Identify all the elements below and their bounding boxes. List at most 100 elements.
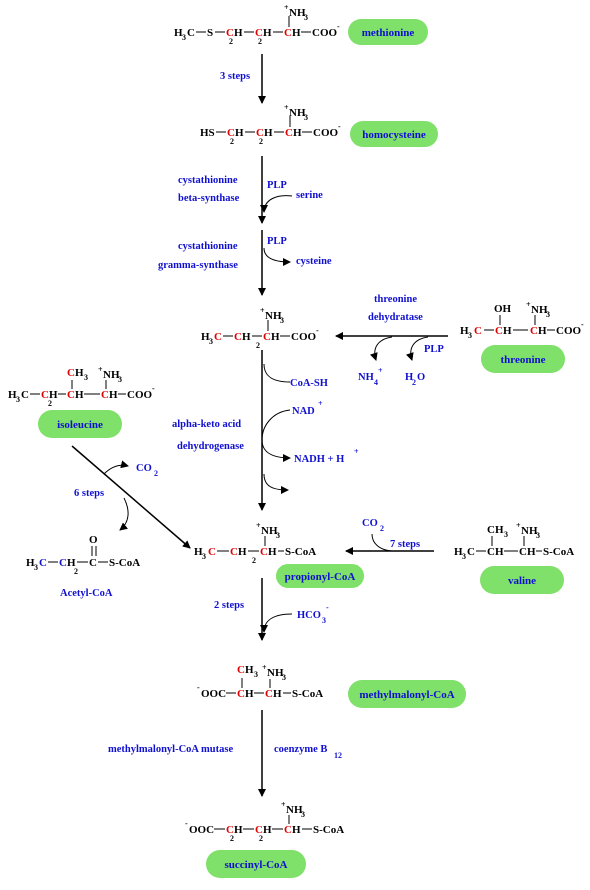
svg-text:C: C — [255, 27, 263, 39]
svg-text:H: H — [26, 557, 35, 569]
svg-text:+: + — [281, 800, 286, 809]
svg-text:H: H — [264, 127, 273, 139]
label-nad-sup: + — [318, 399, 323, 408]
svg-text:NH: NH — [267, 667, 284, 679]
svg-text:H: H — [238, 546, 247, 558]
svg-text:3: 3 — [282, 673, 286, 682]
badge-isoleucine — [38, 410, 122, 438]
badge-valine — [480, 566, 564, 594]
svg-text:H: H — [242, 331, 251, 343]
arrow-isoleucine-propionyl — [71, 445, 191, 549]
badge-methylmalonyl-coa-label: methylmalonyl-CoA — [359, 689, 454, 701]
svg-text:H: H — [292, 824, 301, 836]
svg-text:H: H — [201, 331, 210, 343]
badge-valine-label: valine — [508, 575, 536, 587]
label-thr-dehyd-line2: dehydratase — [368, 312, 423, 323]
label-nad: NAD — [292, 406, 315, 417]
svg-text:NH: NH — [261, 525, 278, 537]
label-co2-right-sub: 2 — [380, 524, 384, 533]
label-nh4-sup: + — [378, 366, 383, 375]
svg-text:C: C — [214, 331, 222, 343]
hco3-curve-arrow — [260, 613, 293, 633]
label-cbs-line1: cystathionine — [178, 175, 238, 186]
label-akd-line1: alpha-keto acid — [172, 419, 241, 430]
label-serine: serine — [296, 190, 323, 201]
label-plp-2: PLP — [267, 236, 287, 247]
badge-threonine — [481, 345, 565, 373]
svg-text:-: - — [316, 326, 319, 335]
svg-text:C: C — [265, 688, 273, 700]
svg-text:3: 3 — [16, 395, 20, 404]
svg-text:C: C — [237, 688, 245, 700]
svg-text:3: 3 — [280, 316, 284, 325]
svg-text:C: C — [467, 546, 475, 558]
acetyl-curve-arrow — [119, 497, 129, 531]
svg-text:C: C — [41, 389, 49, 401]
svg-text:2: 2 — [258, 37, 262, 46]
label-nadh: NADH + H — [294, 454, 344, 465]
svg-text:C: C — [21, 389, 29, 401]
svg-text:S-CoA: S-CoA — [543, 546, 574, 558]
svg-text:3: 3 — [34, 563, 38, 572]
svg-text:3: 3 — [304, 113, 308, 122]
label-3-steps: 3 steps — [220, 71, 250, 82]
svg-text:H: H — [268, 546, 277, 558]
svg-text:C: C — [67, 367, 75, 379]
label-7-steps: 7 steps — [390, 539, 420, 550]
svg-text:2: 2 — [256, 341, 260, 350]
svg-text:+: + — [256, 521, 261, 530]
svg-text:-: - — [581, 320, 584, 329]
label-nh4-sub: 4 — [374, 378, 378, 387]
svg-text:H: H — [263, 27, 272, 39]
label-6-steps: 6 steps — [74, 488, 104, 499]
svg-text:COO: COO — [312, 27, 338, 39]
svg-text:+: + — [98, 365, 103, 374]
badge-homocysteine — [350, 121, 438, 147]
label-thr-dehyd-line1: threonine — [374, 294, 417, 305]
label-h2o-h: H — [405, 372, 413, 383]
svg-text:-: - — [152, 384, 155, 393]
svg-text:3: 3 — [276, 531, 280, 540]
svg-text:COO: COO — [313, 127, 339, 139]
isoleucine-structure: H 3 C C H 2 C H C H 3 C H COO - + NH 3 — [8, 365, 155, 408]
svg-text:OOC: OOC — [201, 688, 226, 700]
svg-text:H: H — [235, 127, 244, 139]
svg-text:H: H — [67, 557, 76, 569]
svg-text:C: C — [226, 824, 234, 836]
svg-text:H: H — [194, 546, 203, 558]
label-coash: CoA-SH — [290, 378, 328, 389]
svg-text:+: + — [260, 306, 265, 315]
h2o-curve-arrow — [405, 336, 429, 361]
svg-text:C: C — [487, 524, 495, 536]
label-hco3-sub: 3 — [322, 616, 326, 625]
svg-text:COO: COO — [291, 331, 317, 343]
badge-homocysteine-label: homocysteine — [362, 129, 426, 141]
label-coenzyme-sub: 12 — [334, 751, 342, 760]
label-h2o-o: O — [417, 372, 425, 383]
svg-text:3: 3 — [468, 331, 472, 340]
svg-text:HS: HS — [200, 127, 215, 139]
badge-succinyl-coa-label: succinyl-CoA — [225, 859, 288, 871]
svg-text:H: H — [8, 389, 17, 401]
svg-text:C: C — [495, 325, 503, 337]
co2-curve-right — [371, 533, 393, 552]
svg-text:3: 3 — [84, 373, 88, 382]
svg-text:2: 2 — [74, 567, 78, 576]
label-2-steps: 2 steps — [214, 600, 244, 611]
svg-text:H: H — [75, 367, 84, 379]
svg-text:3: 3 — [536, 531, 540, 540]
label-acetyl-coa: Acetyl-CoA — [60, 588, 113, 599]
svg-text:-: - — [337, 22, 340, 31]
badge-succinyl-coa — [206, 850, 306, 878]
badge-propionyl-coa — [276, 564, 364, 588]
svg-text:C: C — [187, 27, 195, 39]
svg-text:NH: NH — [265, 310, 282, 322]
svg-text:H: H — [273, 688, 282, 700]
svg-text:+: + — [284, 3, 289, 12]
svg-text:3: 3 — [462, 552, 466, 561]
methionine-structure: H 3 C S C H 2 C H 2 C H COO - + NH 3 — [174, 3, 340, 46]
svg-text:NH: NH — [286, 804, 303, 816]
label-plp-1: PLP — [267, 180, 287, 191]
svg-text:H: H — [454, 546, 463, 558]
